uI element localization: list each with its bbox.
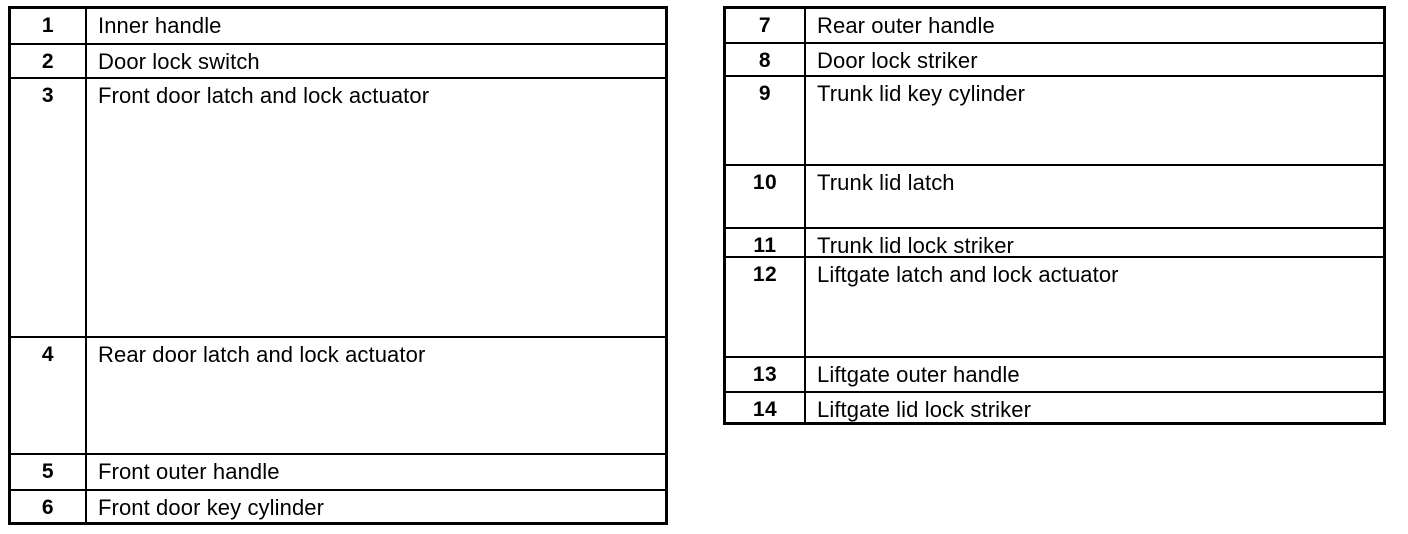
table-row: 9 Trunk lid key cylinder [726,77,1383,166]
row-label: Trunk lid key cylinder [817,81,1026,106]
table-row: 1 Inner handle [11,9,665,45]
table-row: 12 Liftgate latch and lock actuator [726,258,1383,358]
table-row: 10 Trunk lid latch [726,166,1383,229]
row-label: Front outer handle [98,459,280,484]
row-number: 7 [726,9,806,42]
table-row: 13 Liftgate outer handle [726,358,1383,393]
table-row: 2 Door lock switch [11,45,665,79]
row-label: Front door latch and lock actuator [98,83,430,108]
row-number: 13 [726,358,806,391]
row-number: 9 [726,77,806,164]
row-label: Liftgate latch and lock actuator [817,262,1119,287]
row-number: 2 [11,45,87,77]
row-number: 4 [11,338,87,453]
table-row: 3 Front door latch and lock actuator [11,79,665,338]
table-row: 11 Trunk lid lock striker [726,229,1383,258]
table-row: 5 Front outer handle [11,455,665,491]
row-number: 14 [726,393,806,422]
row-label: Door lock striker [817,48,978,73]
row-number: 5 [11,455,87,489]
row-label: Liftgate lid lock striker [817,397,1032,422]
table-row: 8 Door lock striker [726,44,1383,77]
legend-table-left: 1 Inner handle 2 Door lock switch 3 Fron… [8,6,668,525]
row-number: 6 [11,491,87,525]
row-number: 1 [11,9,87,43]
row-label: Liftgate outer handle [817,362,1020,387]
row-label: Trunk lid latch [817,170,955,195]
table-row: 6 Front door key cylinder [11,491,665,525]
row-number: 8 [726,44,806,75]
row-number: 11 [726,229,806,257]
row-number: 3 [11,79,87,336]
row-label: Door lock switch [98,49,260,74]
row-label: Inner handle [98,13,222,38]
table-row: 7 Rear outer handle [726,9,1383,44]
table-row: 4 Rear door latch and lock actuator [11,338,665,455]
table-row: 14 Liftgate lid lock striker [726,393,1383,422]
row-label: Rear outer handle [817,13,995,38]
legend-table-right: 7 Rear outer handle 8 Door lock striker … [723,6,1386,425]
row-label: Front door key cylinder [98,495,325,520]
row-number: 10 [726,166,806,227]
row-label: Trunk lid lock striker [817,233,1014,258]
row-label: Rear door latch and lock actuator [98,342,426,367]
row-number: 12 [726,258,806,356]
